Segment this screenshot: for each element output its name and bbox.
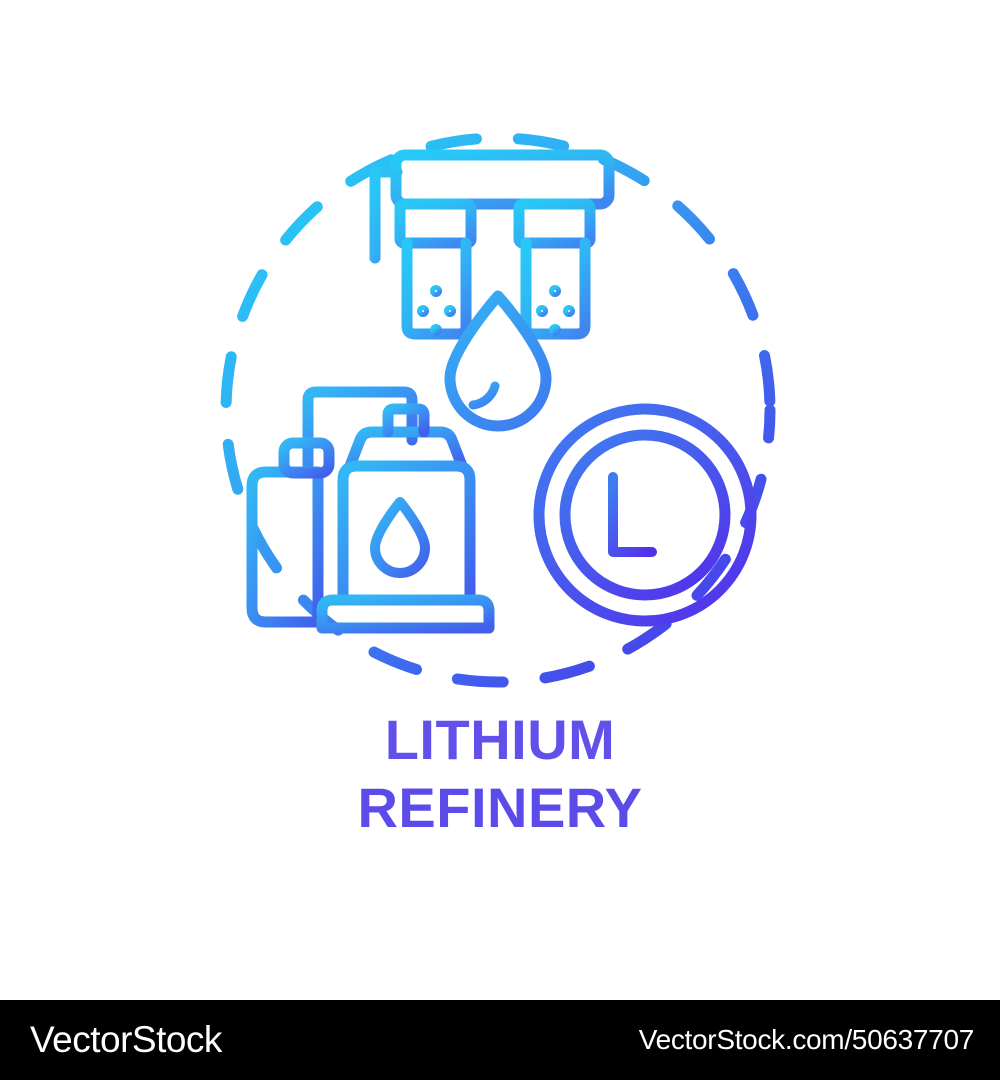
particle-dot (444, 305, 456, 317)
tank-drop-outline (370, 497, 430, 578)
particle-dot (430, 285, 442, 297)
refinery-silo-cap (278, 437, 335, 479)
water-drop-outline (444, 290, 552, 432)
particle-dot (549, 324, 561, 336)
title-line-2: REFINERY (357, 776, 643, 839)
coin-outer-ring (533, 403, 757, 627)
water-filter-assembly (369, 149, 653, 340)
title-line-1: LITHIUM (384, 708, 616, 771)
symbol-letter-L (608, 472, 657, 557)
refinery-tank-body (337, 460, 476, 606)
water-drop-highlight (468, 381, 500, 410)
filter-manifold (390, 149, 615, 210)
vectorstock-url: VectorStock.com/50637707 (638, 1024, 975, 1055)
refinery-tank-chimney (382, 403, 430, 438)
particle-dot (563, 305, 575, 317)
lithium-symbol (608, 467, 680, 557)
particle-dot (549, 285, 561, 297)
refinery-overhead-pipe (302, 386, 418, 471)
watermark-footer: VectorStock VectorStock.com/50637707 (0, 1000, 1000, 1080)
refinery-tank-shoulder (344, 426, 468, 472)
dashed-circle-frame (220, 132, 776, 688)
refinery-plant (246, 386, 495, 634)
coin-inner-ring (559, 429, 731, 601)
filter-cap-left (394, 198, 477, 249)
vectorstock-logo: VectorStock (30, 1019, 222, 1060)
particle-dot (536, 305, 548, 317)
filter-cap-right (513, 198, 596, 249)
page-title: LITHIUM REFINERY (0, 706, 1000, 842)
particle-dot (430, 324, 442, 336)
water-drop (444, 290, 552, 432)
artboard (220, 132, 776, 688)
refinery-tank-base (316, 594, 495, 634)
filter-inlet-pipe (369, 166, 403, 264)
lithium-refinery-illustration (220, 132, 776, 688)
filter-particles (417, 285, 575, 336)
lithium-coin (533, 403, 757, 627)
tank-drop-emblem (370, 497, 430, 578)
particle-dot (417, 305, 429, 317)
